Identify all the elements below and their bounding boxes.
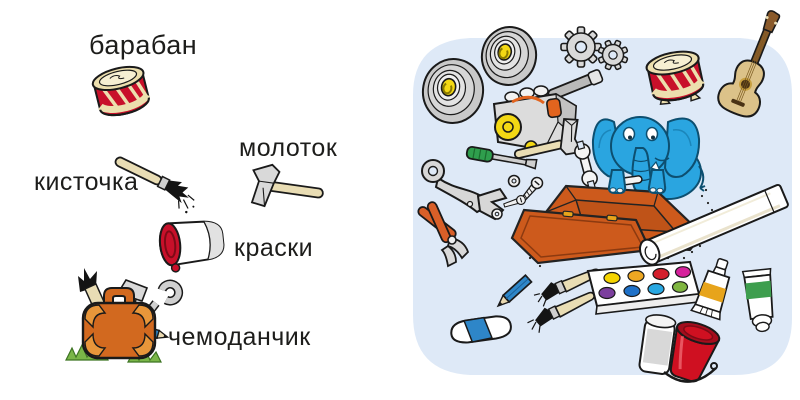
toy-engine-icon (492, 69, 604, 154)
gear-icon (560, 26, 602, 68)
word-drum: барабан (89, 30, 198, 60)
pencil-icon (496, 274, 533, 308)
paintbrush-icon (114, 156, 195, 214)
wrench-icon (421, 159, 508, 221)
paintbrush-icon (527, 291, 596, 333)
gear-icon (597, 39, 629, 71)
elephant (591, 116, 706, 200)
suitcase-icon (65, 268, 184, 363)
illustration-panel (413, 10, 792, 383)
guitar-icon (717, 10, 781, 118)
vocabulary-icons (65, 65, 324, 363)
paint-tube-icon (741, 267, 774, 333)
tire-icon (480, 26, 538, 86)
paper-roll-icon (639, 183, 789, 266)
eraser-icon (450, 315, 512, 344)
word-hammer: молоток (239, 134, 338, 162)
paint-tube-icon (690, 258, 731, 321)
tire-icon (421, 58, 485, 124)
screws-and-nuts (466, 174, 544, 220)
hammer-icon (513, 117, 584, 159)
word-brush: кисточка (34, 168, 139, 196)
word-suitcase: чемоданчик (168, 323, 311, 351)
open-suitcase (510, 184, 714, 270)
hammer-icon (250, 163, 324, 208)
elephant-front-feet (607, 169, 667, 194)
drum-icon (645, 50, 705, 106)
drum-icon (91, 65, 151, 117)
bucket-icon (638, 314, 721, 383)
screwdriver-icon (465, 145, 538, 170)
watercolor-palette-icon (586, 260, 701, 315)
paint-can-icon (158, 220, 225, 273)
pliers-icon (417, 201, 470, 268)
spanner-icon (574, 140, 598, 190)
word-paints: краски (234, 234, 314, 262)
